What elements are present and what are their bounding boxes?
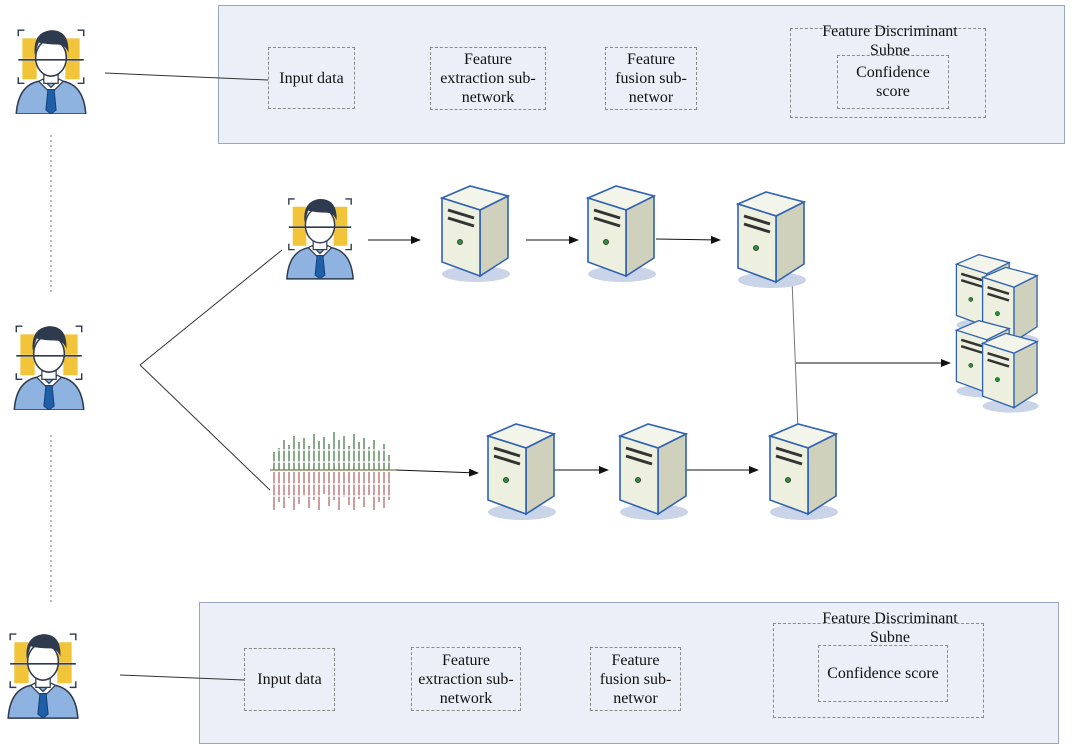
bottom-extraction-label: Feature extraction sub-network (418, 651, 514, 707)
bottom-confidence-box: Confidence score (818, 645, 948, 702)
server-icon (768, 422, 840, 522)
fork-lower-line (139, 364, 273, 493)
top-discriminant-title: Feature Discriminant Subne (815, 22, 965, 60)
top-extraction-box: Feature extraction sub-network (430, 47, 546, 110)
bottom-extraction-box: Feature extraction sub-network (411, 647, 521, 711)
person-face-icon (15, 29, 87, 114)
server-cluster-icon (955, 253, 1040, 414)
bottom-discriminant-title-text: Feature Discriminant Subne (822, 610, 958, 646)
bottom-panel (199, 602, 1059, 744)
server-icon (736, 190, 808, 290)
top-connector-line (104, 72, 269, 81)
merge-vertical-line (791, 279, 799, 431)
top-discriminant-title-text: Feature Discriminant Subne (822, 23, 958, 59)
server-icon (440, 184, 512, 284)
bottom-discriminant-title: Feature Discriminant Subne (805, 609, 975, 647)
bottom-input-data-box: Input data (244, 648, 335, 711)
arrow-lower-1 (395, 468, 479, 477)
spectrogram-icon (270, 428, 396, 514)
top-input-data-label: Input data (279, 69, 344, 87)
person-face-icon (286, 198, 354, 280)
top-extraction-label: Feature extraction sub-network (440, 51, 536, 106)
bottom-input-data-label: Input data (257, 671, 322, 688)
bottom-fusion-label: Feature fusion sub-networ (599, 651, 672, 707)
top-confidence-label: Confidence score (856, 64, 930, 100)
top-fusion-box: Feature fusion sub-networ (605, 47, 697, 110)
server-icon (618, 422, 690, 522)
bottom-confidence-label: Confidence score (827, 665, 939, 682)
bottom-discriminant-box (773, 623, 984, 718)
top-discriminant-box (790, 28, 986, 118)
person-face-icon (13, 325, 85, 410)
arrow-upper-3 (655, 235, 721, 244)
top-confidence-box: Confidence score (837, 55, 949, 109)
fork-upper-line (139, 249, 283, 366)
top-input-data-box: Input data (268, 47, 355, 109)
server-icon (486, 422, 558, 522)
top-fusion-label: Feature fusion sub-networ (615, 51, 687, 106)
person-face-icon (7, 633, 79, 719)
server-icon (586, 184, 658, 284)
bottom-fusion-box: Feature fusion sub-networ (590, 647, 681, 711)
bottom-connector-line (119, 674, 245, 681)
